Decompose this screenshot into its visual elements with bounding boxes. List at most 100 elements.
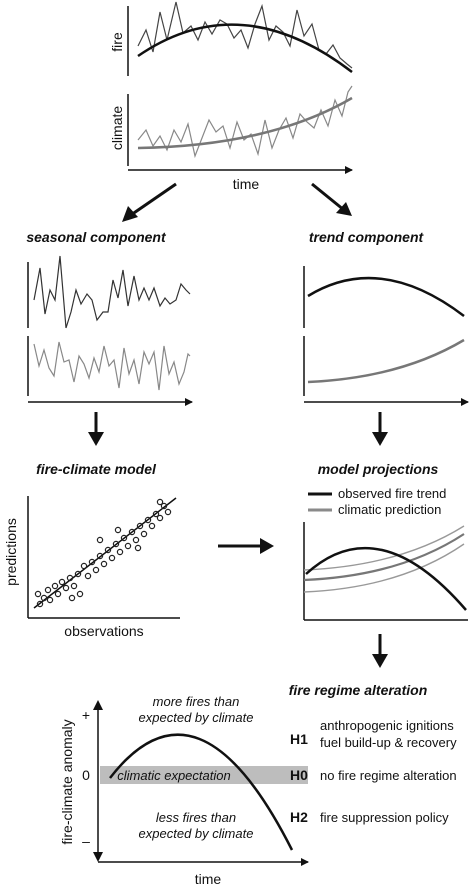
legend-climatic-label: climatic prediction <box>338 502 441 517</box>
alteration-y-label: fire-climate anomaly <box>59 719 75 844</box>
arrow-to-seasonal-head <box>122 206 138 222</box>
fire-regime-alteration-title: fire regime alteration <box>289 682 428 698</box>
scatter-point <box>160 502 168 510</box>
scatter-point <box>156 514 164 522</box>
zero-label: 0 <box>82 767 90 783</box>
trend-panel <box>303 266 469 406</box>
scatter-point <box>40 594 48 602</box>
scatter-point <box>144 516 152 524</box>
scatter-point <box>152 510 160 518</box>
trend-climate-curve <box>307 338 465 384</box>
alteration-panel: + 0 – fire-climate anomaly time more fir… <box>59 694 309 887</box>
scatter-point <box>68 594 76 602</box>
arrow-to-trend-head <box>336 202 352 216</box>
scatter-point <box>70 582 78 590</box>
scatter-point <box>134 544 142 552</box>
scatter-point <box>136 522 144 530</box>
climatic-expectation-label: climatic expectation <box>117 768 230 783</box>
scatter-point <box>116 548 124 556</box>
arrow-to-seasonal <box>127 182 177 219</box>
hypothesis-h1-line-1: anthropogenic ignitions <box>320 718 454 733</box>
model-x-label: observations <box>64 623 143 639</box>
arrow-model-to-projections-head <box>260 538 274 554</box>
anomaly-curve <box>109 733 294 851</box>
arrow-to-trend <box>311 182 345 212</box>
fire-series-line <box>137 1 353 69</box>
seasonal-panel <box>27 255 193 406</box>
projection-band-mid <box>303 533 465 582</box>
scatter-point <box>124 542 132 550</box>
more-fires-text-2: expected by climate <box>139 710 254 725</box>
scatter-point <box>88 558 96 566</box>
scatter-point <box>164 508 172 516</box>
scatter-point <box>96 552 104 560</box>
hypotheses-list: H1 anthropogenic ignitions fuel build-up… <box>290 718 457 825</box>
scatter-point <box>80 562 88 570</box>
scatter-point <box>100 560 108 568</box>
scatter-point <box>148 522 156 530</box>
arrow-to-alteration-head <box>372 654 388 668</box>
scatter-point <box>74 570 82 578</box>
scatter-point <box>156 498 164 506</box>
scatter-point <box>108 554 116 562</box>
projection-fire-curve <box>305 546 467 611</box>
scatter-point <box>104 546 112 554</box>
fire-label: fire <box>109 32 125 52</box>
model-scatter-panel: predictions observations <box>3 496 180 639</box>
top-panel: fire climate time <box>109 1 353 192</box>
scatter-point <box>66 574 74 582</box>
scatter-point <box>84 572 92 580</box>
climate-series-line <box>137 85 353 159</box>
model-scatter-points <box>34 498 172 608</box>
alteration-y-axis-down-head <box>93 852 103 862</box>
hypothesis-h2-code: H2 <box>290 809 308 825</box>
arrow-to-projections-head <box>372 432 388 446</box>
projection-band-upper <box>303 525 465 571</box>
hypothesis-h1-code: H1 <box>290 731 308 747</box>
scatter-point <box>128 528 136 536</box>
scatter-point <box>36 600 44 608</box>
scatter-point <box>76 590 84 598</box>
scatter-point <box>54 590 62 598</box>
arrow-to-model-head <box>88 432 104 446</box>
seasonal-component-title: seasonal component <box>26 229 167 245</box>
scatter-point <box>62 584 70 592</box>
scatter-point <box>114 526 122 534</box>
hypothesis-h2-line-1: fire suppression policy <box>320 810 449 825</box>
projection-band-lower <box>303 543 465 593</box>
climate-trend-curve <box>137 96 353 150</box>
hypothesis-h0-code: H0 <box>290 767 308 783</box>
scatter-point <box>46 596 54 604</box>
trend-component-title: trend component <box>309 229 425 245</box>
scatter-point <box>112 540 120 548</box>
hypothesis-h1-line-2: fuel build-up & recovery <box>320 735 457 750</box>
scatter-point <box>92 566 100 574</box>
fire-climate-model-title: fire-climate model <box>36 461 157 477</box>
scatter-point <box>120 534 128 542</box>
scatter-point <box>44 586 52 594</box>
scatter-point <box>58 578 66 586</box>
more-fires-text-1: more fires than <box>153 694 240 709</box>
hypothesis-h0-line-1: no fire regime alteration <box>320 768 457 783</box>
scatter-point <box>51 582 59 590</box>
seasonal-climate-line <box>33 341 191 391</box>
alteration-x-label: time <box>195 871 222 887</box>
plus-sign: + <box>82 707 90 723</box>
scatter-point <box>96 536 104 544</box>
model-projections-title: model projections <box>318 461 439 477</box>
climatic-expectation-band <box>100 766 308 784</box>
projections-panel <box>303 522 468 621</box>
time-label-top: time <box>233 176 260 192</box>
scatter-point <box>34 590 42 598</box>
trend-fire-curve <box>307 276 465 317</box>
fire-trend-curve <box>137 23 353 73</box>
less-fires-text-1: less fires than <box>156 810 236 825</box>
scatter-point <box>132 536 140 544</box>
less-fires-text-2: expected by climate <box>139 826 254 841</box>
alteration-y-axis-up-head <box>93 700 103 710</box>
model-fit-line <box>33 497 177 609</box>
projections-legend: observed fire trend climatic prediction <box>308 486 446 517</box>
legend-observed-label: observed fire trend <box>338 486 446 501</box>
model-y-label: predictions <box>3 518 19 586</box>
climate-label: climate <box>109 106 125 151</box>
